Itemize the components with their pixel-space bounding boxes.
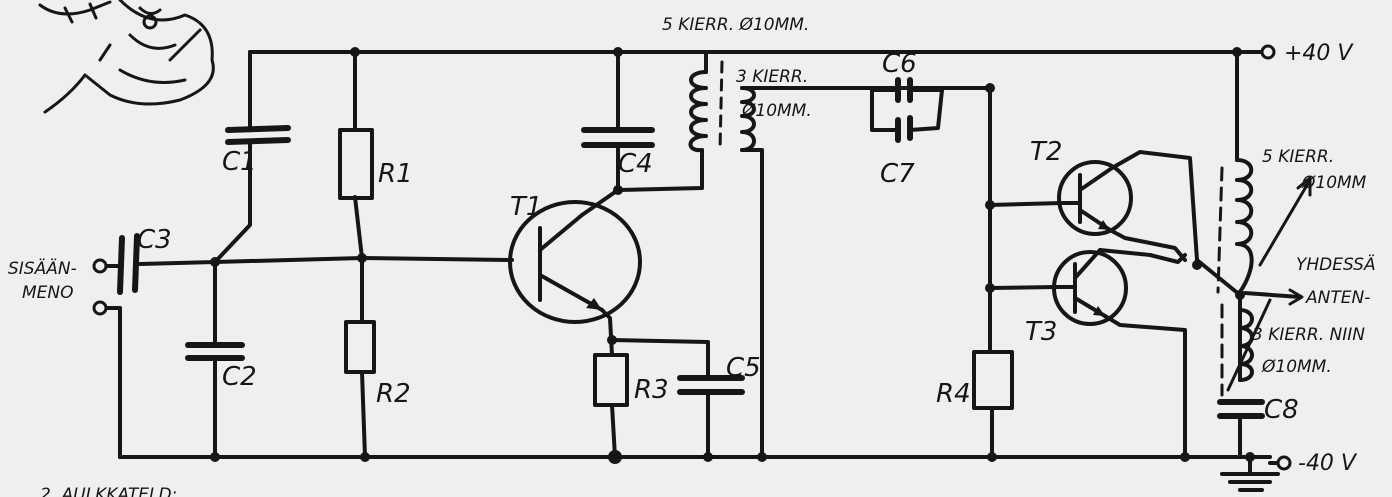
label-t3: T3 xyxy=(1025,317,1057,347)
capacitor-c6 xyxy=(870,77,944,103)
label-c2: C2 xyxy=(222,362,257,392)
neg-supply-terminal xyxy=(1276,455,1292,471)
capacitor-c8 xyxy=(1217,399,1265,419)
capacitor-c5 xyxy=(677,375,745,395)
label-c1: C1 xyxy=(222,147,257,177)
coil1-note: 5 KIERR. Ø10MM. xyxy=(662,15,809,35)
input-label-line2: MENO xyxy=(22,283,74,303)
resistor-r2 xyxy=(344,320,376,374)
label-r4: R4 xyxy=(936,379,971,409)
label-c6: C6 xyxy=(882,49,917,79)
transistor-t3 xyxy=(1052,248,1128,326)
label-c5: C5 xyxy=(726,353,761,383)
capacitor-c7 xyxy=(895,115,913,143)
capacitor-c1 xyxy=(225,125,291,145)
resistor-r4 xyxy=(972,350,1014,410)
coil2-note-line2: Ø10MM. xyxy=(741,101,812,121)
input-terminal-top xyxy=(92,258,108,274)
input-label-line1: SISÄÄN- xyxy=(8,258,77,279)
label-r1: R1 xyxy=(378,159,413,189)
label-t2: T2 xyxy=(1030,137,1062,167)
junction-dots xyxy=(210,47,1255,464)
coil4-note-line1: 3 KIERR. NIIN xyxy=(1252,325,1365,345)
coil4-note-line2: Ø10MM. xyxy=(1261,357,1332,377)
antenna-label: ANTEN- xyxy=(1305,288,1370,308)
capacitor-c4 xyxy=(581,127,655,148)
transistor-t2 xyxy=(1057,160,1133,236)
capacitor-c2 xyxy=(185,342,245,361)
neg-supply-label: -40 V xyxy=(1298,451,1358,476)
pos-supply-label: +40 V xyxy=(1284,41,1354,66)
resistor-r1 xyxy=(338,128,374,200)
bottom-caption: 2. AULKKATELD: xyxy=(40,485,177,497)
variable-arrow xyxy=(1258,176,1312,267)
coil-l3 xyxy=(1216,158,1254,294)
label-c4: C4 xyxy=(618,149,653,179)
label-c8: C8 xyxy=(1264,395,1299,425)
pos-supply-terminal xyxy=(1260,44,1276,60)
label-c3: C3 xyxy=(137,225,172,255)
coil-l1 xyxy=(688,60,724,153)
coil-l4 xyxy=(1220,298,1272,397)
capacitor-c3 xyxy=(117,233,140,295)
yhdessa-note: YHDESSÄ xyxy=(1296,254,1376,275)
label-r3: R3 xyxy=(634,375,669,405)
resistor-r3 xyxy=(593,353,629,407)
label-r2: R2 xyxy=(376,379,411,409)
label-c7: C7 xyxy=(880,159,915,189)
label-t1: T1 xyxy=(510,192,542,222)
coil-l2 xyxy=(740,86,756,152)
coil3-note-line2: Ø10MM xyxy=(1301,173,1367,193)
coil3-note-line1: 5 KIERR. xyxy=(1262,147,1334,167)
corner-cartoon xyxy=(38,0,215,114)
coil2-note-line1: 3 KIERR. xyxy=(736,67,808,87)
transistor-t1 xyxy=(508,200,642,324)
input-terminal-bottom xyxy=(92,300,108,316)
